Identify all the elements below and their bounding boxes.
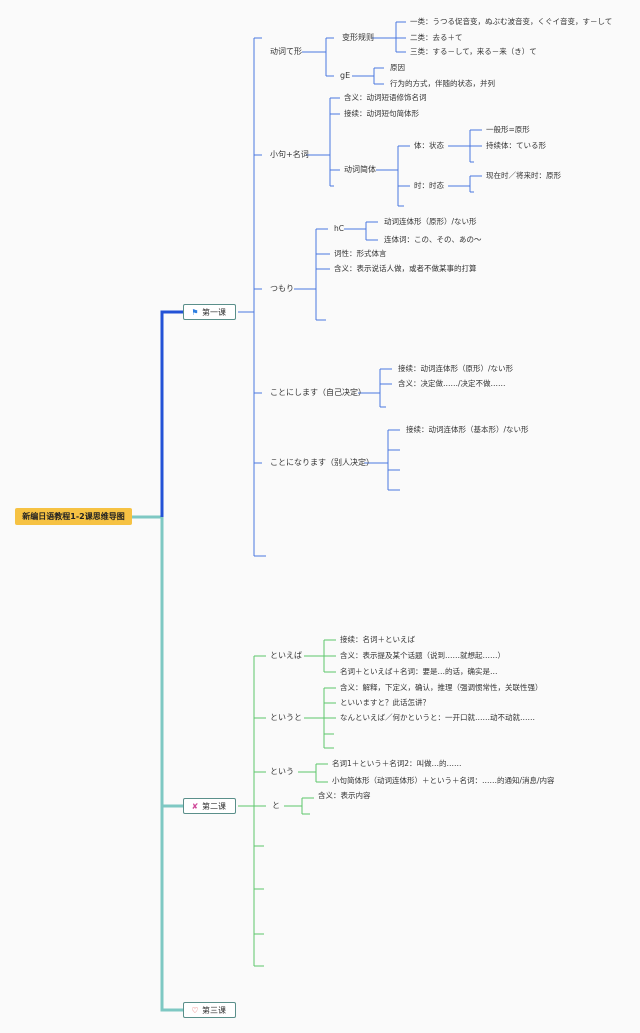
node-group3[interactable]: 三类：する－して，来る－来（き）て <box>410 47 537 56</box>
node-connect-3[interactable]: 接续：动词连体形（基本形）/ない形 <box>406 425 529 434</box>
node-noun-toiu[interactable]: 名词1＋という＋名词2：叫做…的…… <box>332 759 462 768</box>
node-henkei[interactable]: 变形规则 <box>342 33 374 42</box>
node-general-form[interactable]: 一般形=原形 <box>486 125 530 134</box>
lesson-3-node[interactable]: ♡第三课 <box>183 1002 236 1018</box>
node-toieba[interactable]: といえば <box>270 651 302 660</box>
node-clause-toiu[interactable]: 小句简体形（动词连体形）＋という＋名词：……的通知/消息/内容 <box>332 776 555 785</box>
node-meaning-6[interactable]: 含义：表示内容 <box>318 791 371 800</box>
node-noun-toieba[interactable]: 名词＋といえば＋名词：要是…的话，确实是… <box>340 667 498 676</box>
node-tense[interactable]: 时：时态 <box>414 181 444 190</box>
lesson-1-node[interactable]: ⚑第一课 <box>183 304 236 320</box>
node-clause-noun[interactable]: 小句+名词 <box>270 150 309 159</box>
node-aspect[interactable]: 体：状态 <box>414 141 444 150</box>
node-plain-verb[interactable]: 动词简体 <box>344 165 376 174</box>
node-reason[interactable]: 原因 <box>390 63 405 72</box>
lesson-label: 第三课 <box>202 1006 226 1015</box>
root-node[interactable]: 新编日语教程1-2课思维导图 <box>15 508 132 525</box>
lesson-2-node[interactable]: ✘第二课 <box>183 798 236 814</box>
node-to[interactable]: と <box>272 801 280 810</box>
lesson-label: 第二课 <box>202 802 226 811</box>
node-group2[interactable]: 二类：去る＋て <box>410 33 463 42</box>
node-connect-2[interactable]: 接续：动词连体形（原形）/ない形 <box>398 364 514 373</box>
node-te-form[interactable]: 动词て形 <box>270 47 302 56</box>
node-rentai[interactable]: 动词连体形（原形）/ない形 <box>384 217 477 226</box>
node-toiimasu[interactable]: といいますと？此话怎讲？ <box>340 698 430 707</box>
node-connect-4[interactable]: 接续：名词＋といえば <box>340 635 415 644</box>
node-hc[interactable]: hC <box>334 224 344 233</box>
node-koto-ni-narimasu[interactable]: ことになります（别人决定） <box>270 458 374 467</box>
node-toiu[interactable]: という <box>270 767 294 776</box>
node-meaning-3[interactable]: 含义：决定做……/决定不做…… <box>398 379 506 388</box>
node-koto-ni-shimasu[interactable]: ことにします（自己决定） <box>270 388 366 397</box>
node-connect-1[interactable]: 接续：动词短句简体形 <box>344 109 419 118</box>
tools-icon: ✘ <box>191 802 199 811</box>
node-continuous[interactable]: 持续体：ている形 <box>486 141 546 150</box>
flag-icon: ⚑ <box>191 308 199 317</box>
node-meaning-1[interactable]: 含义：动词短语修饰名词 <box>344 93 427 102</box>
node-nanto[interactable]: なんといえば／何かというと：一开口就……动不动就…… <box>340 713 535 722</box>
node-meaning-4[interactable]: 含义：表示提及某个话题（说到……就想起……） <box>340 651 505 660</box>
lesson-label: 第一课 <box>202 308 226 317</box>
node-group1[interactable]: 一类：うつる促音变，ぬぶむ波音变，くぐイ音变，す－して <box>410 17 613 26</box>
node-tsumori[interactable]: つもり <box>270 284 294 293</box>
node-ge[interactable]: gE <box>340 71 351 80</box>
node-manner[interactable]: 行为的方式，伴随的状态，并列 <box>390 79 495 88</box>
node-present-future[interactable]: 现在时／将来时：原形 <box>486 171 561 180</box>
node-rentaishi[interactable]: 连体词：この、その、あの～ <box>384 235 482 244</box>
heart-icon: ♡ <box>191 1006 199 1015</box>
node-part-of-speech[interactable]: 词性：形式体言 <box>334 249 387 258</box>
node-meaning-2[interactable]: 含义：表示说话人做，或者不做某事的打算 <box>334 264 477 273</box>
node-meaning-5[interactable]: 含义：解释，下定义，确认，推理（强调惯常性，关联性强） <box>340 683 543 692</box>
node-toiuto[interactable]: というと <box>270 713 302 722</box>
